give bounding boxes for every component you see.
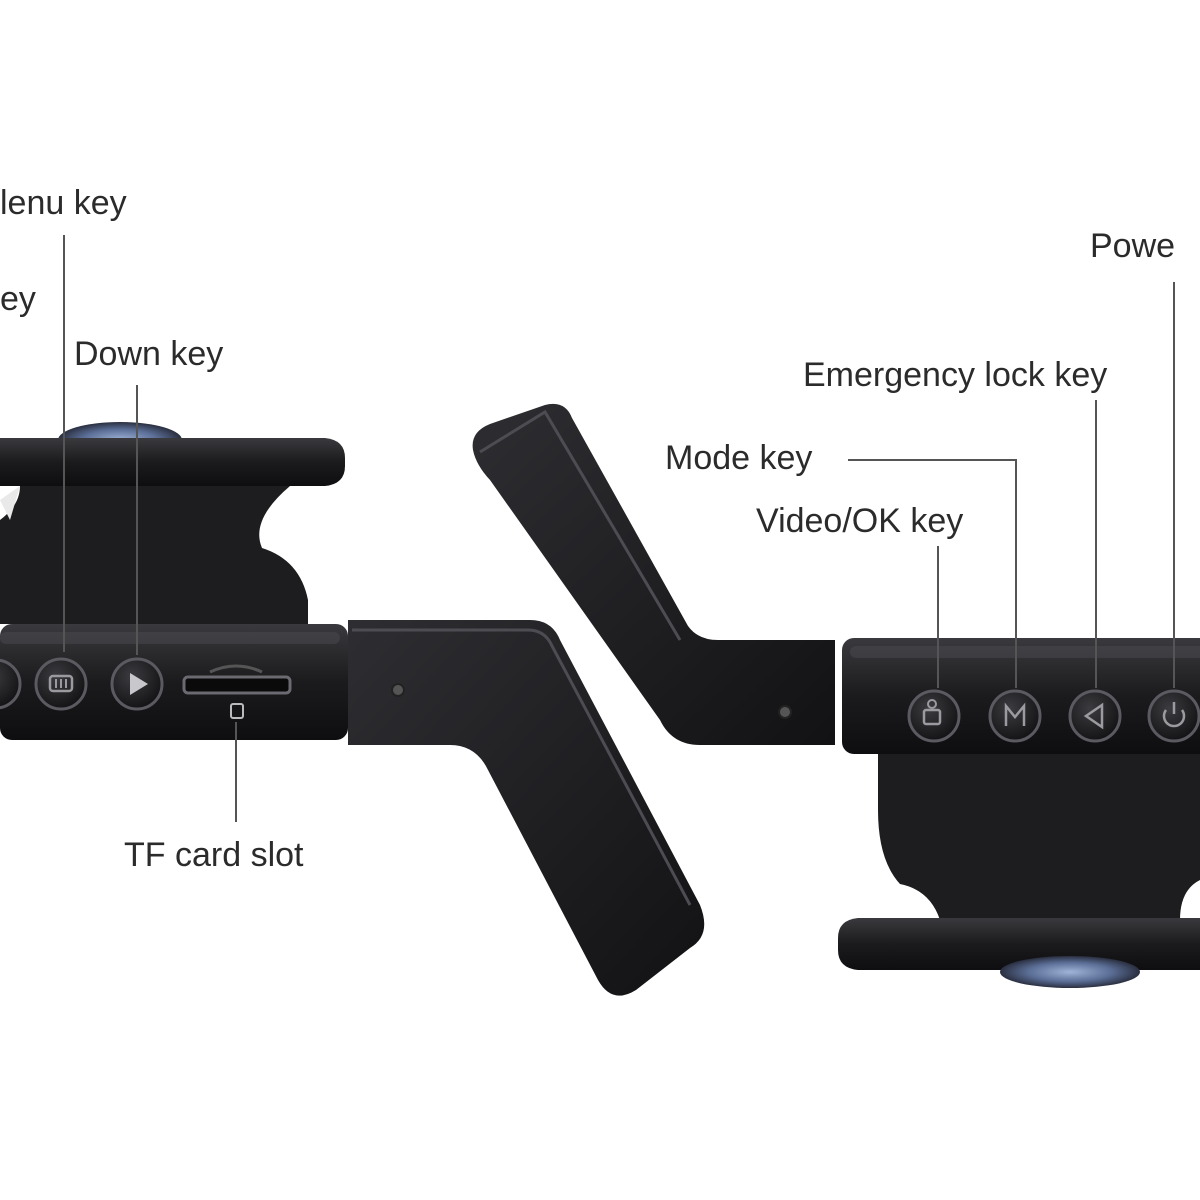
- right-mount-neck: [878, 754, 1200, 920]
- label-menu-key: lenu key: [0, 184, 127, 222]
- right-arm-screw: [778, 705, 792, 719]
- lock-triangle-icon[interactable]: [1068, 689, 1122, 743]
- left-body: [0, 624, 348, 740]
- leader-lines: [63, 235, 1175, 822]
- label-down-key: Down key: [74, 335, 224, 373]
- left-mount-flange: [0, 438, 345, 486]
- partial-button-icon[interactable]: [0, 658, 22, 710]
- right-device: [472, 403, 1200, 988]
- mode-key-leader: [848, 459, 1017, 688]
- video-camera-icon[interactable]: [907, 689, 961, 743]
- right-mount-flange: [838, 918, 1200, 970]
- left-arm-screw: [391, 683, 405, 697]
- menu-button-icon[interactable]: [34, 657, 88, 711]
- tf-card-slot-graphic[interactable]: [182, 664, 292, 719]
- left-mount-neck: [0, 486, 308, 624]
- right-lens: [1000, 956, 1140, 988]
- play-down-icon[interactable]: [110, 657, 164, 711]
- label-tf-card-slot: TF card slot: [124, 836, 304, 874]
- left-device: [0, 422, 705, 996]
- label-emergency-lock-key: Emergency lock key: [803, 356, 1108, 394]
- label-up-key: ey: [0, 280, 36, 318]
- label-video-ok-key: Video/OK key: [756, 502, 964, 540]
- label-power-key: Powe: [1090, 227, 1176, 265]
- label-mode-key: Mode key: [665, 439, 813, 477]
- left-arm: [348, 620, 705, 996]
- right-arm: [472, 403, 835, 745]
- mode-m-icon[interactable]: [988, 689, 1042, 743]
- power-icon[interactable]: [1147, 689, 1200, 743]
